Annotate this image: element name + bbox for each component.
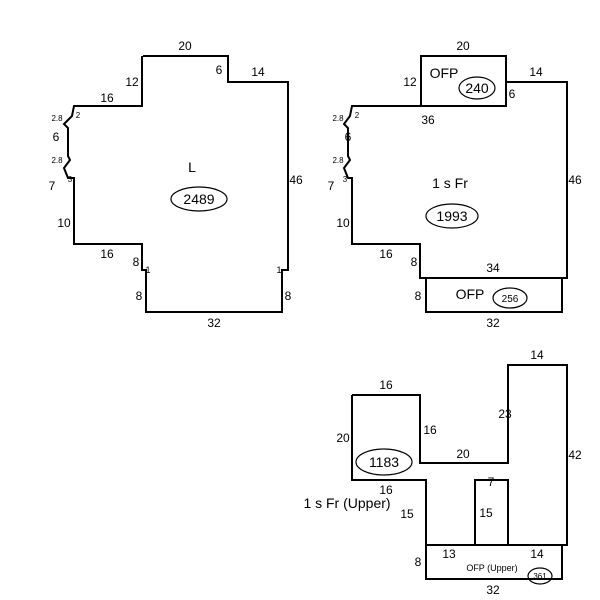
dim-left-step: 8 bbox=[411, 255, 418, 269]
dim-bottom-left: 16 bbox=[100, 247, 114, 261]
dim-ofp-right: 6 bbox=[509, 87, 516, 101]
sketch-2-ofp-bottom bbox=[425, 277, 563, 313]
sketch-3-main-ellipse bbox=[355, 448, 413, 476]
sketch-2-ofp-bottom-ellipse bbox=[492, 287, 528, 309]
dim-bottom: 32 bbox=[207, 316, 221, 330]
dim-left-lower: 10 bbox=[336, 216, 350, 230]
dim-top: 20 bbox=[178, 39, 192, 53]
dim-bottom-left: 16 bbox=[379, 247, 393, 261]
dim-left: 20 bbox=[336, 431, 350, 445]
dim-left-lower: 15 bbox=[400, 507, 414, 521]
dim-notch-b: 2.8 bbox=[332, 156, 344, 165]
dim-inner-right: 16 bbox=[423, 423, 437, 437]
sketch-2-ofp-bottom-area: 256 bbox=[502, 294, 519, 305]
dim-right-top: 14 bbox=[529, 65, 543, 79]
dim-right: 42 bbox=[568, 448, 582, 462]
dim-notch-b: 2.8 bbox=[51, 156, 63, 165]
sketch-1-area: 2489 bbox=[183, 191, 214, 207]
dim-notch-d: 2 bbox=[355, 111, 360, 120]
dim-notch-a: 3 bbox=[343, 175, 348, 184]
dim-right: 46 bbox=[568, 173, 582, 187]
dim-left-small: 1 bbox=[145, 265, 150, 275]
dim-notch-mid: 6 bbox=[345, 130, 352, 144]
dim-notch-mid: 6 bbox=[53, 130, 60, 144]
sketch-2-ofp-area: 240 bbox=[465, 80, 489, 96]
sketch-1-outline bbox=[62, 55, 289, 313]
dim-left-inner: 16 bbox=[379, 483, 393, 497]
dim-bottom-right-seg: 14 bbox=[530, 547, 544, 561]
dim-left-step-in: 8 bbox=[133, 255, 140, 269]
sketch-2-main-ellipse bbox=[425, 203, 479, 229]
sketch-2-main-area: 1993 bbox=[436, 208, 467, 224]
dim-step-down: 6 bbox=[216, 63, 223, 77]
dim-right: 46 bbox=[289, 173, 303, 187]
sketch-3-main-area: 1183 bbox=[369, 454, 399, 470]
dim-notch-d: 2 bbox=[76, 111, 81, 120]
dim-ofp-left: 8 bbox=[415, 289, 422, 303]
dim-right-top: 14 bbox=[251, 65, 265, 79]
dim-top-left: 16 bbox=[379, 378, 393, 392]
sketch-2-ofp-label: OFP bbox=[430, 65, 459, 81]
sketch-3-main-label: 1 s Fr (Upper) bbox=[303, 495, 390, 511]
sketch-2-main-label: 1 s Fr bbox=[432, 175, 468, 191]
dim-notch-a: 3 bbox=[68, 175, 73, 184]
dim-notch-c: 2.8 bbox=[51, 114, 63, 123]
dim-left-lower: 10 bbox=[57, 216, 71, 230]
sketch-3-ofp-ellipse bbox=[527, 567, 553, 585]
dim-notch-left: 15 bbox=[479, 506, 493, 520]
dim-right-riser: 23 bbox=[498, 407, 512, 421]
dim-right-top: 14 bbox=[530, 348, 544, 362]
dim-notch-c: 2.8 bbox=[332, 114, 344, 123]
sketch-3: 1183 1 s Fr (Upper) OFP (Upper) 361 16 2… bbox=[303, 348, 582, 597]
sketch-1-label: L bbox=[188, 159, 196, 175]
sketch-1-area-ellipse bbox=[170, 186, 228, 212]
sketch-2-ofp-bottom-label: OFP bbox=[456, 286, 485, 302]
dim-left-mid: 7 bbox=[328, 179, 335, 193]
dim-mid-top: 20 bbox=[456, 447, 470, 461]
dim-inner-bottom: 34 bbox=[486, 261, 500, 275]
dim-riser: 12 bbox=[403, 75, 417, 89]
dim-bottom: 32 bbox=[486, 316, 500, 330]
sketch-3-ofp bbox=[425, 544, 563, 580]
dim-ofp-left: 8 bbox=[415, 555, 422, 569]
dim-inner-top: 36 bbox=[421, 113, 435, 127]
dim-left-upper: 16 bbox=[100, 91, 114, 105]
sketch-2-ofp-ellipse bbox=[458, 76, 496, 100]
sketch-1: L 2489 20 6 14 46 1 8 32 8 1 8 16 10 7 3… bbox=[49, 39, 303, 330]
dim-top: 20 bbox=[456, 39, 470, 53]
dim-left-bottom: 8 bbox=[136, 289, 143, 303]
dim-bottom: 32 bbox=[486, 583, 500, 597]
dim-left-riser: 12 bbox=[125, 75, 139, 89]
dim-left-mid: 7 bbox=[49, 179, 56, 193]
sketch-3-ofp-area: 361 bbox=[533, 572, 547, 581]
sketch-3-ofp-label: OFP (Upper) bbox=[466, 563, 517, 573]
dim-notch-top: 7 bbox=[488, 475, 495, 489]
dim-right-small: 1 bbox=[276, 265, 281, 275]
sketch-2: OFP 240 1 s Fr 1993 OFP 256 20 12 6 14 4… bbox=[328, 39, 582, 330]
dim-bottom-left-seg: 13 bbox=[442, 547, 456, 561]
dim-right-bottom: 8 bbox=[285, 289, 292, 303]
sketch-2-outline bbox=[342, 81, 568, 279]
